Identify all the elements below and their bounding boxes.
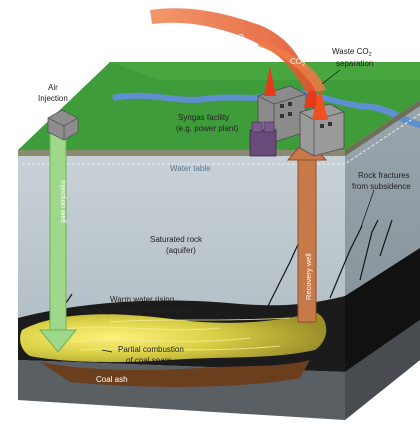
air-injection-unit <box>47 109 79 141</box>
injection-well-pipe <box>49 131 67 333</box>
rock-fractures-label-line2: from subsidence <box>352 182 411 191</box>
air-injection-label: Air <box>48 83 58 92</box>
partial-combustion-label-line2: of coal seam <box>126 356 172 365</box>
co2-label-a: CO2 <box>232 33 247 44</box>
warm-water-label: Warm water rising <box>110 295 174 304</box>
syngas-facility-label: Syngas facility <box>178 113 229 122</box>
syngas-facility-label-line2: (e.g. power plant) <box>176 124 239 133</box>
partial-combustion-label: Partial combustion <box>118 345 184 354</box>
label-leaders <box>95 69 375 353</box>
flame-stack-right <box>312 88 328 120</box>
flame-stack-left <box>264 66 276 96</box>
co2-plume <box>150 8 318 92</box>
injection-well-arrowhead <box>38 329 78 353</box>
topsoil-band-side <box>345 100 420 156</box>
air-injection-label-line2: Injection <box>38 94 68 103</box>
bottom-strata-side <box>345 320 420 420</box>
water-table-line <box>22 113 420 165</box>
combustion-streaks <box>59 317 291 351</box>
coal-seam-side <box>345 248 420 372</box>
saturated-rock-label: Saturated rock <box>150 235 203 244</box>
rock-fractures-label: Rock fractures <box>358 171 410 180</box>
recovery-well-label: Recovery well <box>304 253 313 300</box>
warm-water-label-line2: possibly carrying contaminants <box>82 306 191 315</box>
injection-well-label: Injection well <box>59 180 68 223</box>
river <box>112 90 420 128</box>
syngas-facility <box>249 85 345 157</box>
ground-surface-shade <box>110 62 420 80</box>
co2-plume-wisp <box>258 40 326 92</box>
waste-co2-label-line2: separation <box>336 59 373 68</box>
waste-co2-label: Waste CO2 <box>332 47 372 58</box>
water-table-label: Water table <box>170 164 211 173</box>
co2-label-b: CO2 <box>290 57 305 68</box>
saturated-rock-label-line2: (aquifer) <box>166 246 196 255</box>
coal-ash-label: Coal ash <box>96 375 128 384</box>
coal-ash-region <box>40 360 310 387</box>
flame-stack-mid <box>304 76 320 108</box>
